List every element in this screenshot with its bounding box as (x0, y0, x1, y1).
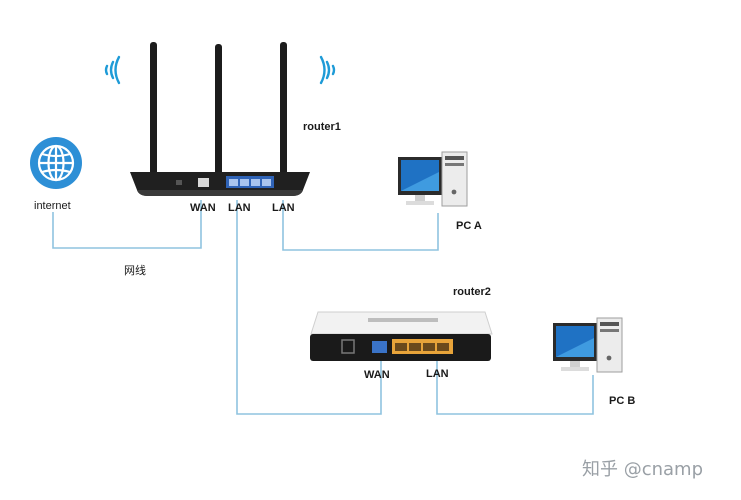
wifi-left-icon (104, 55, 121, 85)
internet-label: internet (34, 200, 71, 212)
router2-label: router2 (453, 286, 491, 298)
globe-icon (30, 137, 82, 189)
pc-a-computer-icon (398, 151, 468, 207)
pc-a-label: PC A (456, 220, 482, 232)
antenna-middle (215, 44, 222, 180)
cables (52, 200, 594, 415)
router1-label: router1 (303, 121, 341, 133)
router2-wan-label: WAN (364, 369, 390, 381)
router1-lan-label-2: LAN (272, 202, 295, 214)
cable-router1-lan-router2-wan (236, 200, 382, 415)
router2-device (310, 311, 493, 361)
antenna-left (150, 42, 157, 180)
wifi-right-icon (319, 55, 336, 85)
router1-wan-label: WAN (190, 202, 216, 214)
router1-wan-port (198, 178, 209, 187)
router1-lan-label-1: LAN (228, 202, 251, 214)
router1-device (130, 42, 310, 196)
router2-lan-label: LAN (426, 368, 449, 380)
watermark: 知乎 @cnamp (582, 459, 704, 480)
cable-router1-lan-pc-a (282, 200, 439, 251)
cable-internet-wan (52, 200, 202, 249)
cable-label: 网线 (124, 265, 146, 277)
pc-b-label: PC B (609, 395, 636, 407)
pc-b-computer-icon (553, 317, 623, 373)
antenna-right (280, 42, 287, 180)
router2-wan-port (372, 341, 387, 353)
cable-router2-lan-pc-b (436, 361, 594, 415)
